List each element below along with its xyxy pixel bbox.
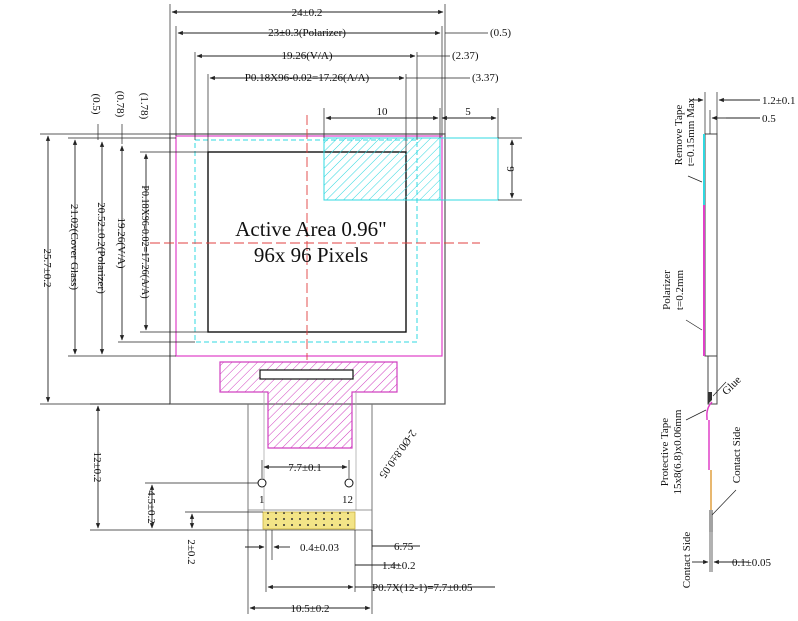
active-area-title: Active Area 0.96" (235, 217, 386, 241)
side-view: 1.2±0.1 0.5 Remove Tape t=0.15mm Max Pol… (659, 92, 796, 588)
dim-pad-height: 2±0.2 (185, 539, 197, 564)
dim-height-total: 25.7±0.2 (41, 248, 53, 287)
viewing-area-outline (194, 139, 418, 343)
left-dimensions: 25.7±0.2 21.02(Cover Glass) 20.52±0.2(Po… (40, 91, 263, 565)
dim-left-178: (1.78) (138, 93, 150, 120)
side-dim-fpc-thickness: 0.1±0.05 (732, 557, 772, 569)
dim-height-cover: 21.02(Cover Glass) (68, 204, 80, 290)
dim-offset-337: (3.37) (472, 72, 499, 84)
cyan-hatch-region (323, 137, 441, 201)
dim-hole: 2-Ø0.8±0.05 (376, 427, 418, 480)
active-area-pixels: 96x 96 Pixels (254, 243, 368, 267)
side-dim-offset: 0.5 (762, 113, 776, 125)
dim-cyan-10: 10 (377, 106, 389, 118)
dim-left-078: (0.78) (114, 91, 126, 118)
side-glass (704, 133, 718, 357)
label-protective-1: Protective Tape (659, 418, 671, 486)
label-polarizer-2: t=0.2mm (674, 269, 686, 310)
dim-polarizer-width: 23±0.3(Polarizer) (268, 27, 346, 39)
label-protective-2: 15x8(6.8)x0.06mm (672, 409, 684, 494)
side-lower-glass (707, 355, 718, 405)
side-dim-thickness: 1.2±0.1 (762, 95, 796, 107)
dim-cyan-5: 5 (465, 106, 471, 118)
contact-pads (262, 511, 356, 530)
dim-hole-height: 4.5±0.2 (145, 490, 157, 524)
dim-fpc-width: 10.5±0.2 (290, 603, 329, 615)
dim-pin-pitch-total: 7.7±0.1 (288, 462, 322, 474)
hole-left (257, 478, 267, 488)
dim-aa-width: P0.18X96-0.02=17.26(A/A) (245, 72, 370, 84)
dim-offset-05: (0.5) (490, 27, 511, 39)
label-glue: Glue (720, 374, 744, 398)
polarizer-outline (175, 135, 443, 357)
dim-va-width: 19.26(V/A) (281, 50, 332, 62)
pin-12-label: 12 (342, 494, 353, 506)
label-contact-side-upper: Contact Side (731, 427, 743, 484)
side-fpc-bend (706, 401, 713, 420)
pin-1-label: 1 (259, 494, 265, 506)
dim-cyan-9: 9 (504, 166, 516, 172)
label-remove-tape-2: t=0.15mm Max (685, 97, 697, 166)
front-view: Active Area 0.96" 96x 96 Pixels 1 12 (150, 115, 499, 531)
driver-ic (259, 369, 354, 380)
dim-fpc-length: 12±0.2 (91, 452, 103, 483)
dim-offset-237: (2.37) (452, 50, 479, 62)
hole-right (344, 478, 354, 488)
top-dimensions: 24±0.2 23±0.3(Polarizer) (0.5) 19.26(V/A… (169, 4, 522, 201)
fpc-outline (247, 404, 373, 531)
ic-bond-region (219, 361, 398, 449)
dim-edge-675: 6.75 (394, 541, 414, 553)
dim-pad-width: 0.4±0.03 (300, 542, 340, 554)
dim-height-polarizer: 20.52±0.2(Polarizer) (95, 202, 107, 294)
dim-height-va: 19.26(V/A) (115, 217, 127, 268)
dim-edge-14: 1.4±0.2 (382, 560, 416, 572)
dim-height-aa: P0.18X96-0.02=17.26(A/A) (139, 185, 150, 298)
cyan-tab (439, 137, 499, 201)
label-polarizer-1: Polarizer (661, 270, 673, 310)
dim-overall-width: 24±0.2 (292, 7, 323, 19)
side-glue (708, 392, 712, 404)
label-contact-side-lower: Contact Side (681, 532, 693, 589)
dim-pitch: P0.7X(12-1)=7.7±0.05 (372, 582, 473, 594)
dim-left-05: (0.5) (90, 93, 102, 114)
label-remove-tape-1: Remove Tape (673, 105, 685, 166)
